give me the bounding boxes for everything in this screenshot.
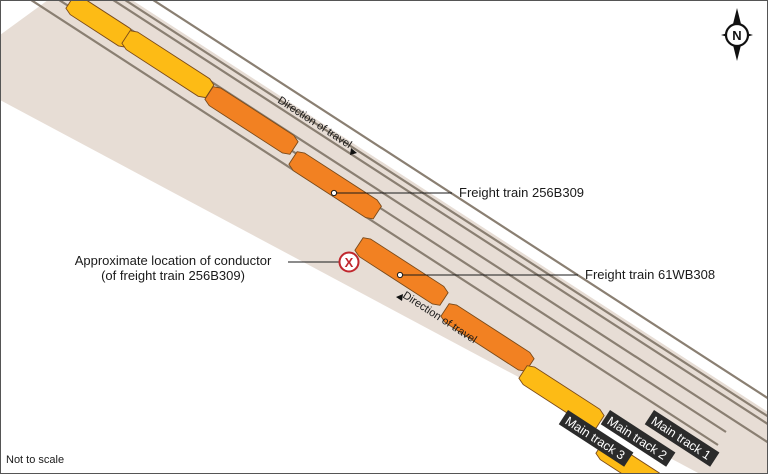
direction-arrow-upper <box>350 148 357 155</box>
conductor-marker: X <box>338 251 360 273</box>
not-to-scale-note: Not to scale <box>6 454 65 466</box>
rail-track-3-b <box>29 0 719 446</box>
conductor-label-line-2: (of freight train 256B309) <box>101 268 245 283</box>
conductor-location-label: Approximate location of conductor (of fr… <box>58 253 288 283</box>
rail-track-2-a <box>111 0 768 426</box>
north-label: N <box>732 28 741 43</box>
north-arrow: N <box>721 8 753 61</box>
conductor-marker-letter: X <box>345 255 354 270</box>
rail-track-1-a <box>151 0 768 400</box>
train-cars <box>65 0 661 474</box>
track-label-1-bg <box>644 410 720 467</box>
leader-lines <box>288 192 578 276</box>
conductor-label-line-1: Approximate location of conductor <box>74 253 272 268</box>
leader-dot-freight-a <box>330 189 338 197</box>
leader-dot-freight-b <box>396 271 404 279</box>
car-orange-2 <box>288 151 382 220</box>
track-label-3-bg <box>558 410 634 467</box>
north-arrow-top <box>733 8 741 24</box>
track-label-2-bg <box>600 410 676 467</box>
car-orange-1 <box>204 86 299 155</box>
direction-arrow-lower <box>396 294 403 301</box>
north-arrow-bottom <box>733 45 741 61</box>
freight-train-b-label: Freight train 61WB308 <box>585 267 716 282</box>
north-arrow-circle <box>724 22 750 48</box>
freight-train-a-label: Freight train 256B309 <box>459 185 585 200</box>
car-orange-3 <box>354 237 449 306</box>
rail-track-1-b <box>123 0 768 418</box>
